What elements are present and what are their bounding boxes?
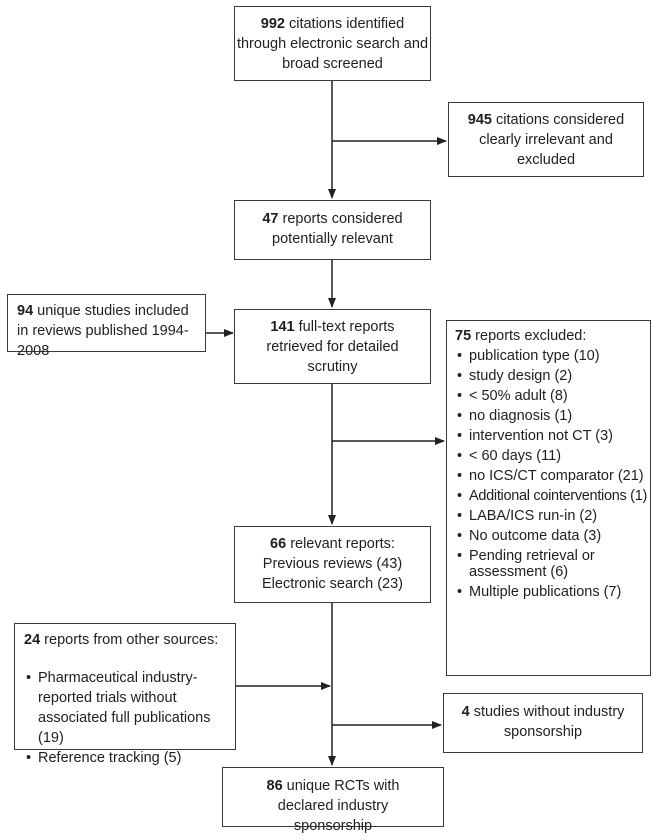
label-no-sponsorship: studies without industry sponsorship — [473, 704, 625, 740]
relevant-heading: 66 relevant reports: — [235, 534, 430, 554]
other-sources-list: Pharmaceutical industry-reported trials … — [24, 668, 231, 768]
label-relevant: relevant reports: — [290, 536, 395, 552]
label-final: unique RCTs with declared industry spons… — [277, 778, 400, 834]
count-other-sources: 24 — [24, 632, 41, 648]
count-final: 86 — [266, 778, 283, 794]
count-potentially-relevant: 47 — [262, 211, 279, 227]
box-final-rcts: 86 unique RCTs with declared industry sp… — [222, 767, 444, 834]
box-other-sources: 24 reports from other sources: Pharmaceu… — [14, 623, 236, 768]
excluded-reason: < 60 days (11) — [455, 446, 648, 466]
box-full-text-reports: 141 full-text reports retrieved for deta… — [234, 309, 431, 384]
label-reviews: unique studies included in reviews publi… — [17, 303, 189, 359]
excluded-reason: intervention not CT (3) — [455, 426, 648, 446]
excluded-reason: no diagnosis (1) — [455, 406, 648, 426]
count-irrelevant: 945 — [467, 112, 492, 128]
label-excluded: reports excluded: — [475, 328, 587, 344]
other-source-item: Reference tracking (5) — [24, 748, 231, 768]
relevant-electronic-search: Electronic search (23) — [261, 576, 404, 592]
other-sources-heading: 24 reports from other sources: — [24, 630, 231, 650]
excluded-reason: LABA/ICS run-in (2) — [455, 506, 648, 526]
box-reviews-studies: 94 unique studies included in reviews pu… — [7, 294, 206, 359]
count-relevant: 66 — [270, 536, 287, 552]
excluded-reason: publication type (10) — [455, 346, 648, 366]
count-full-text: 141 — [270, 319, 295, 335]
excluded-reason: Multiple publications (7) — [455, 582, 648, 602]
excluded-reason: study design (2) — [455, 366, 648, 386]
excluded-reason: No outcome data (3) — [455, 526, 648, 546]
box-reports-excluded: 75 reports excluded: publication type (1… — [446, 320, 651, 676]
label-other-sources: reports from other sources: — [44, 632, 219, 648]
relevant-previous-reviews: Previous reviews (43) — [262, 556, 403, 572]
box-relevant-reports: 66 relevant reports: Previous reviews (4… — [234, 526, 431, 603]
excluded-reasons-list: publication type (10) study design (2) <… — [455, 346, 648, 602]
excluded-reason: < 50% adult (8) — [455, 386, 648, 406]
count-no-sponsorship: 4 — [461, 704, 470, 720]
box-citations-identified: 992 citations identified through electro… — [234, 6, 431, 81]
count-identified: 992 — [260, 16, 285, 32]
box-citations-irrelevant: 945 citations considered clearly irrelev… — [448, 102, 644, 177]
excluded-heading: 75 reports excluded: — [455, 326, 648, 346]
excluded-reason: no ICS/CT comparator (21) — [455, 466, 648, 486]
label-identified: citations identified through electronic … — [236, 16, 429, 72]
box-without-sponsorship: 4 studies without industry sponsorship — [443, 693, 643, 753]
label-irrelevant: citations considered clearly irrelevant … — [479, 112, 625, 168]
label-potentially-relevant: reports considered potentially relevant — [272, 211, 403, 247]
other-source-item: Pharmaceutical industry-reported trials … — [24, 668, 231, 748]
box-potentially-relevant: 47 reports considered potentially releva… — [234, 200, 431, 260]
excluded-reason: Additional cointerventions (1) — [455, 486, 648, 506]
excluded-reason: Pending retrieval or assessment (6) — [455, 548, 648, 580]
count-reviews: 94 — [17, 303, 34, 319]
count-excluded: 75 — [455, 328, 472, 344]
label-full-text: full-text reports retrieved for detailed… — [266, 319, 399, 375]
